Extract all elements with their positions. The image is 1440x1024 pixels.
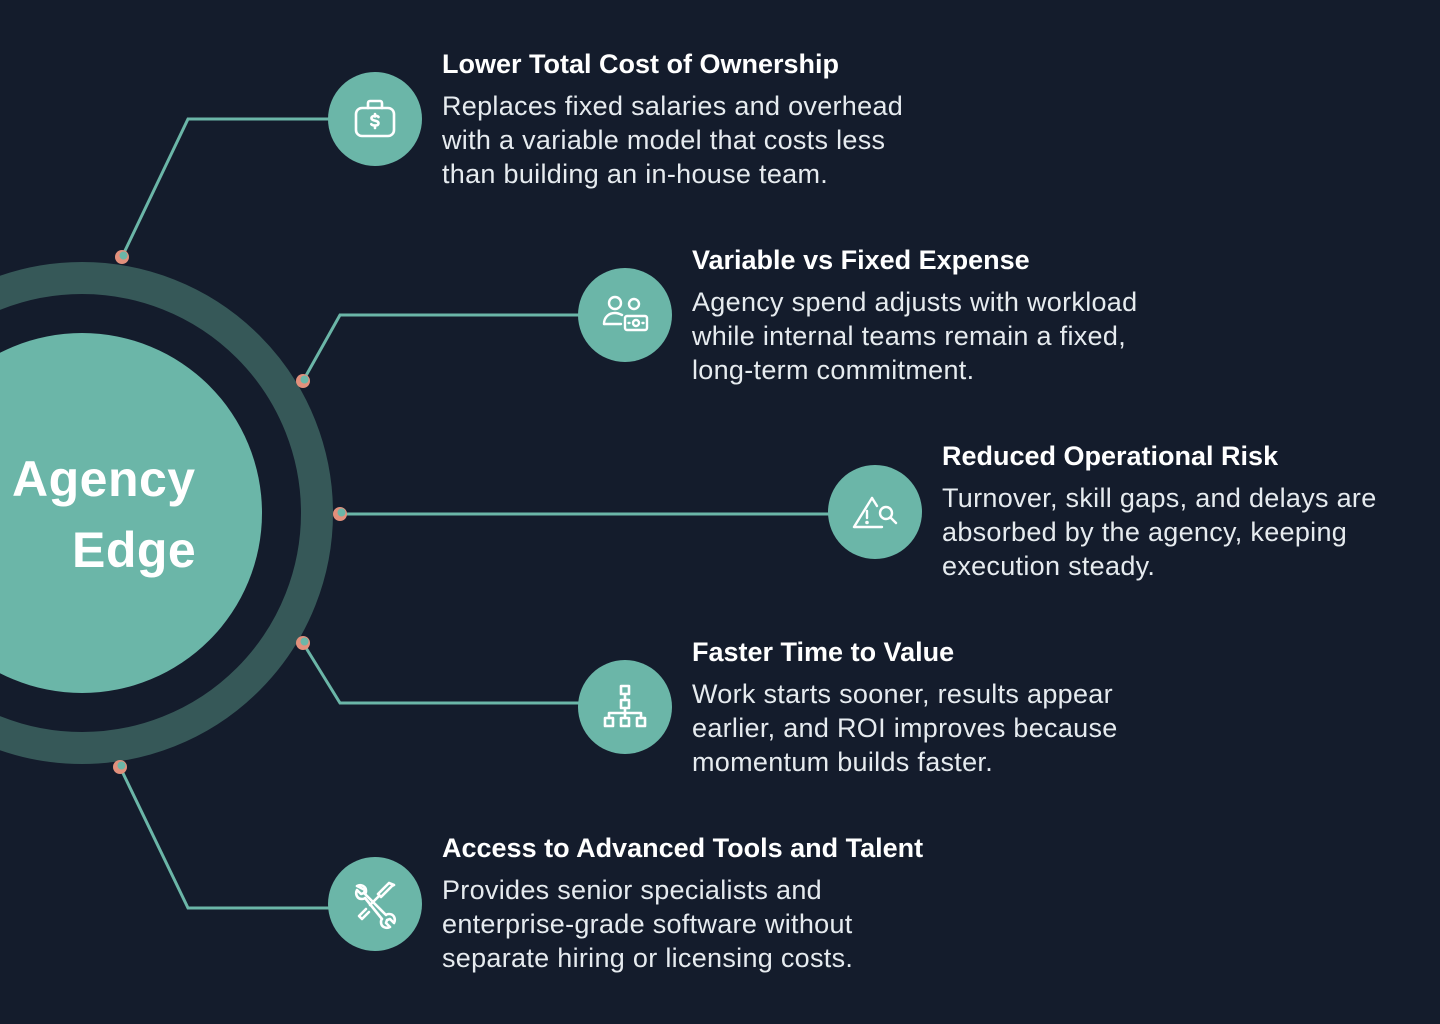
connector-line-2 <box>301 313 580 382</box>
item-description: Turnover, skill gaps, and delays are abs… <box>942 483 1377 581</box>
hub-outer-ring <box>0 262 333 764</box>
item-description: Agency spend adjusts with workload while… <box>692 287 1138 385</box>
item-1: Lower Total Cost of Ownership Replaces f… <box>442 47 942 191</box>
item-title: Access to Advanced Tools and Talent <box>442 833 924 863</box>
item-title: Reduced Operational Risk <box>942 441 1279 471</box>
connector-line-4 <box>301 642 580 705</box>
item-title: Faster Time to Value <box>692 637 955 667</box>
hub-title-line-2: Edge <box>72 522 197 578</box>
connector-line-5 <box>118 766 330 910</box>
hub-title-line-1: Agency <box>12 451 196 507</box>
item-title: Variable vs Fixed Expense <box>692 245 1030 275</box>
hierarchy-icon <box>578 660 672 754</box>
item-description: Work starts sooner, results appear earli… <box>692 679 1118 777</box>
ring-node-5 <box>113 760 127 774</box>
tools-icon <box>328 857 422 951</box>
item-4: Faster Time to Value Work starts sooner,… <box>692 635 1192 779</box>
warning-search-icon <box>828 465 922 559</box>
item-description: Provides senior specialists and enterpri… <box>442 875 854 973</box>
ring-node-1 <box>115 250 129 264</box>
item-2: Variable vs Fixed Expense Agency spend a… <box>692 243 1192 387</box>
item-title: Lower Total Cost of Ownership <box>442 49 840 79</box>
people-money-icon <box>578 268 672 362</box>
item-3: Reduced Operational Risk Turnover, skill… <box>942 439 1440 583</box>
ring-node-4 <box>296 636 310 650</box>
connector-line-1 <box>120 117 330 258</box>
item-description: Replaces fixed salaries and overhead wit… <box>442 91 904 189</box>
hub-core <box>0 333 262 693</box>
item-5: Access to Advanced Tools and Talent Prov… <box>442 831 942 975</box>
ring-node-3 <box>333 507 347 521</box>
briefcase-dollar-icon <box>328 72 422 166</box>
ring-node-2 <box>296 374 310 388</box>
